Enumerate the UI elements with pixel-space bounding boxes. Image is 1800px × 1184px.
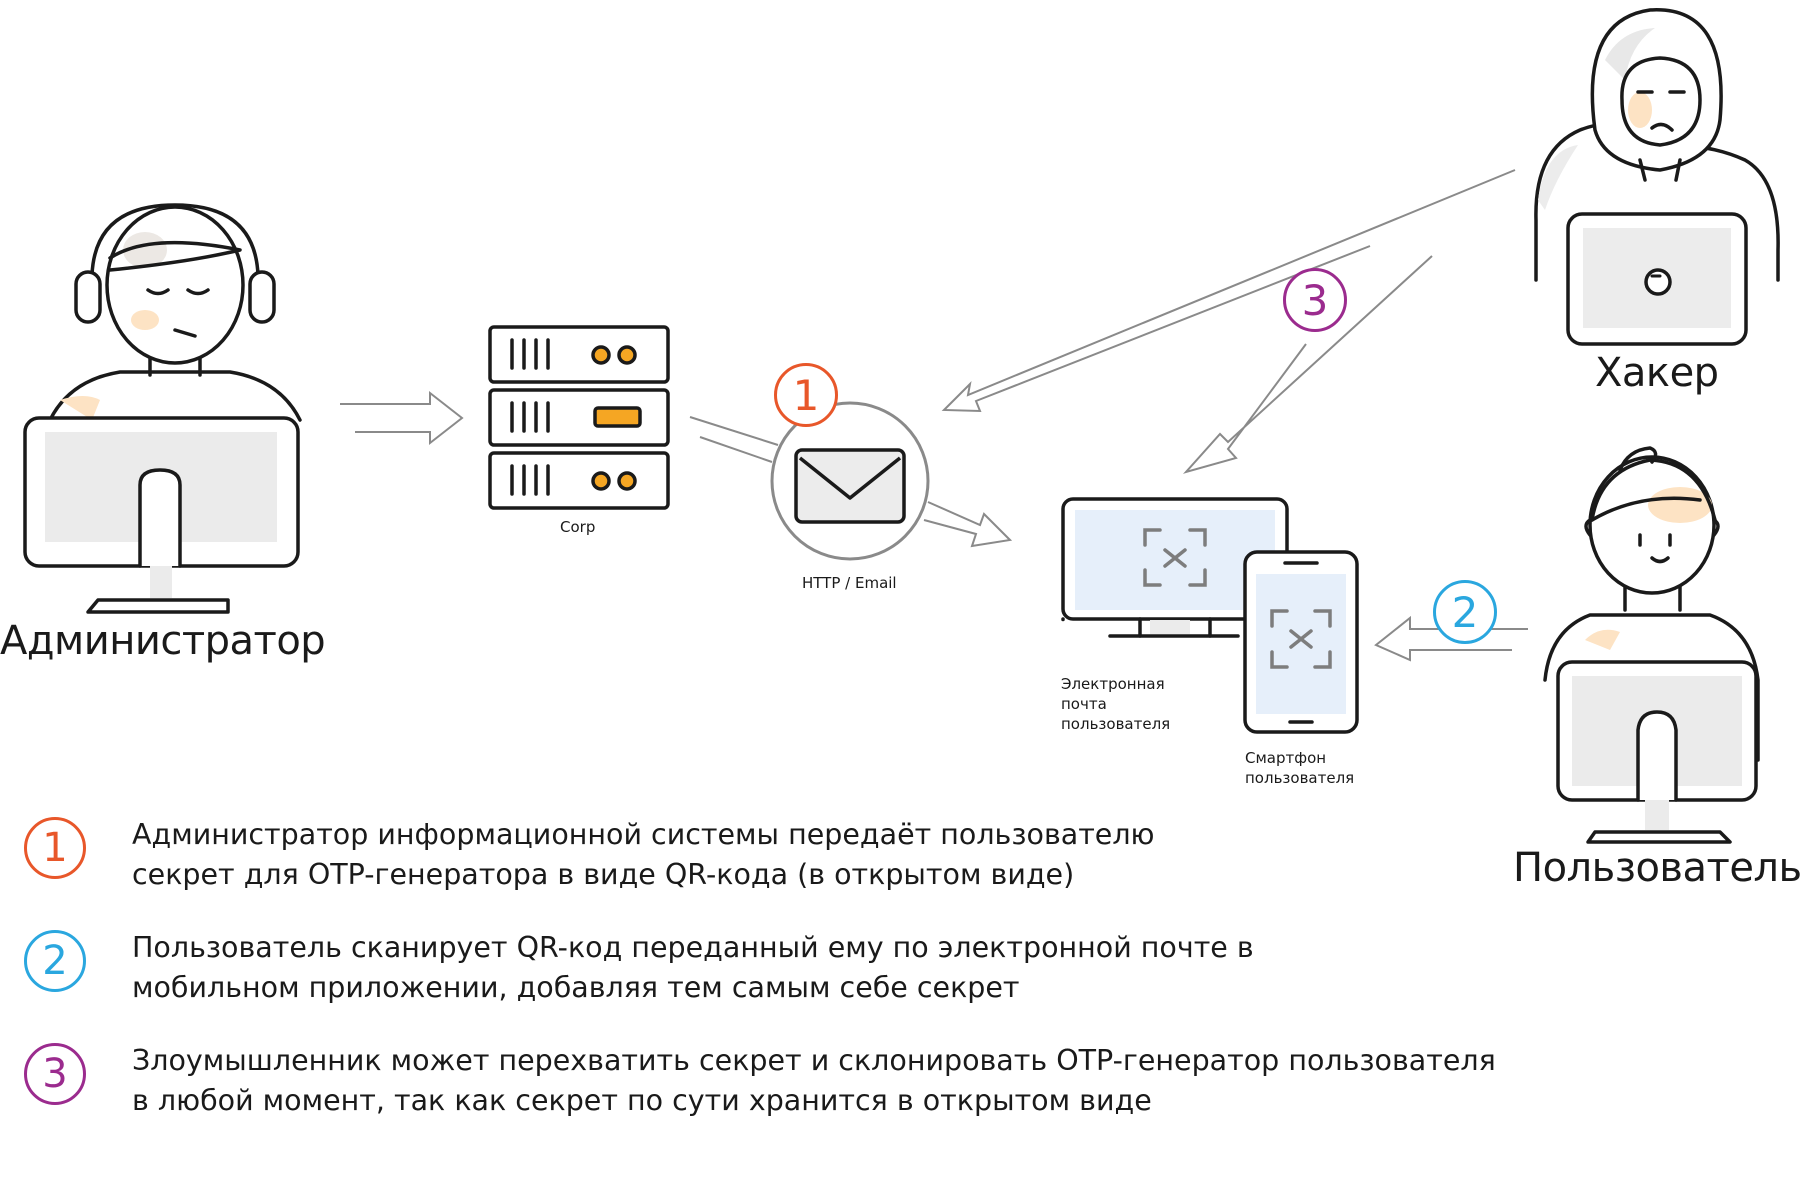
step-2-badge: 2 <box>1433 580 1497 644</box>
arrow-email-to-monitor <box>923 501 1013 548</box>
email-label-line3: пользователя <box>1061 715 1171 733</box>
legend-1-number: 1 <box>24 817 86 879</box>
legend-1-line2: секрет для OTP-генератора в виде QR-кода… <box>132 858 1075 891</box>
legend-2-line1: Пользователь сканирует QR-код переданный… <box>132 931 1254 964</box>
step-1-badge: 1 <box>774 363 838 427</box>
step-3-badge: 3 <box>1283 268 1347 332</box>
legend-1-line1: Администратор информационной системы пер… <box>132 818 1155 851</box>
phone-node-label: Смартфон пользователя <box>1245 748 1354 788</box>
desktop-qr-icon <box>1143 528 1207 587</box>
transport-label: HTTP / Email <box>802 574 897 592</box>
legend-item-2: 2 Пользователь сканирует QR-код переданн… <box>24 930 1524 1020</box>
email-envelope-icon <box>770 401 930 561</box>
arrow-hacker-to-monitor <box>1182 255 1433 474</box>
email-label-line1: Электронная <box>1061 675 1165 693</box>
legend-item-3: 3 Злоумышленник может перехватить секрет… <box>24 1043 1524 1133</box>
arrow-user-to-phone <box>1374 615 1528 662</box>
legend-3-line1: Злоумышленник может перехватить секрет и… <box>132 1044 1496 1077</box>
flow-arrows <box>340 169 1528 662</box>
phone-label-line2: пользователя <box>1245 769 1355 787</box>
legend-item-1: 1 Администратор информационной системы п… <box>24 817 1524 907</box>
server-label: Сorp <box>560 518 596 536</box>
user-label: Пользователь <box>1513 845 1800 891</box>
admin-label: Администратор <box>0 618 326 664</box>
legend-2-number: 2 <box>24 930 86 992</box>
hacker-label: Хакер <box>1595 350 1719 396</box>
email-node-label: Электронная почта пользователя <box>1061 674 1170 734</box>
legend-2-text: Пользователь сканирует QR-код переданный… <box>132 928 1254 1008</box>
user-figure <box>1543 446 1760 844</box>
legend-1-text: Администратор информационной системы пер… <box>132 815 1155 895</box>
hacker-figure <box>1534 8 1780 346</box>
arrow-admin-to-server <box>340 390 464 446</box>
legend-3-number: 3 <box>24 1043 86 1105</box>
admin-figure <box>23 203 302 614</box>
phone-label-line1: Смартфон <box>1245 749 1327 767</box>
user-smartphone <box>1243 550 1359 734</box>
arrow-hacker-to-email <box>941 169 1516 413</box>
phone-qr-icon <box>1270 609 1332 669</box>
email-label-line2: почта <box>1061 695 1107 713</box>
arrow-server-to-email <box>689 416 779 463</box>
legend-2-line2: мобильном приложении, добавляя тем самым… <box>132 971 1020 1004</box>
legend-3-line2: в любой момент, так как секрет по сути х… <box>132 1084 1152 1117</box>
legend-3-text: Злоумышленник может перехватить секрет и… <box>132 1041 1496 1121</box>
server-icon <box>488 325 670 510</box>
